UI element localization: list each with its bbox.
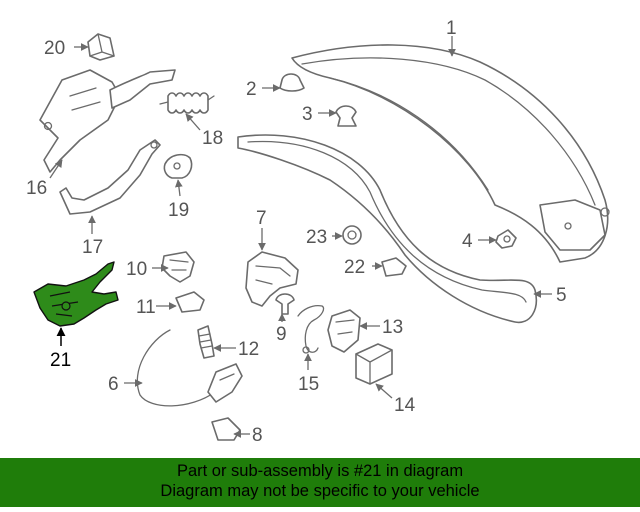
callout-20: 20 [44,38,65,59]
part-14-module[interactable] [355,343,393,385]
callout-11: 11 [136,297,156,318]
callout-18: 18 [202,128,223,149]
banner-line-2: Diagram may not be specific to your vehi… [160,482,480,500]
callout-6: 6 [108,374,119,395]
info-banner: Part or sub-assembly is #21 in diagram D… [0,458,640,507]
part-17-hinge-arm[interactable] [59,139,161,215]
part-3-grommet[interactable] [335,105,357,127]
callout-9: 9 [276,324,287,345]
callout-4: 4 [462,231,473,252]
part-7-trim-panel[interactable] [245,251,299,307]
callout-10: 10 [126,259,147,280]
banner-line-1: Part or sub-assembly is #21 in diagram [176,462,464,480]
callout-22: 22 [344,257,365,278]
callout-16: 16 [26,178,47,199]
callout-labels: 1 2 3 4 5 6 7 8 9 10 11 12 13 14 15 16 1… [26,18,567,446]
part-2-bumper[interactable] [279,73,305,92]
part-22-clip[interactable] [381,257,407,277]
callout-12: 12 [238,339,259,360]
part-11-switch[interactable] [175,291,205,313]
part-5-weatherstrip[interactable] [237,134,537,324]
callout-2: 2 [246,79,257,100]
leader-lines [49,36,552,438]
callout-14: 14 [394,395,416,416]
part-16-hinge[interactable] [39,69,176,173]
callout-5: 5 [556,285,567,306]
callout-7: 7 [256,208,267,229]
callout-19: 19 [168,200,189,221]
parts-diagram: 1 2 3 4 5 6 7 8 9 10 11 12 13 14 15 16 1… [26,18,610,446]
part-12-bolt[interactable] [197,325,215,359]
part-15-strap[interactable] [297,304,325,354]
part-19-bracket[interactable] [163,153,193,179]
part-23-grommet[interactable] [342,225,362,245]
callout-23: 23 [306,227,327,248]
part-20-clip[interactable] [87,33,115,61]
callout-17: 17 [82,237,103,258]
part-4-bumper-stop[interactable] [495,229,517,249]
part-1-trunk-lid[interactable] [291,44,610,263]
part-10-lock-cylinder[interactable] [161,251,195,283]
callout-1: 1 [446,18,457,39]
callout-8: 8 [252,425,263,446]
part-13-actuator[interactable] [327,309,361,353]
callout-15: 15 [298,374,319,395]
part-6-release-cable[interactable] [136,329,243,407]
part-9-fastener[interactable] [275,293,295,315]
part-8-release-handle[interactable] [211,417,241,441]
callout-21-highlighted: 21 [50,350,71,371]
callout-3: 3 [302,104,313,125]
callout-13: 13 [382,317,403,338]
part-21-latch-assembly[interactable] [33,261,119,327]
part-18-spring[interactable] [159,92,215,114]
